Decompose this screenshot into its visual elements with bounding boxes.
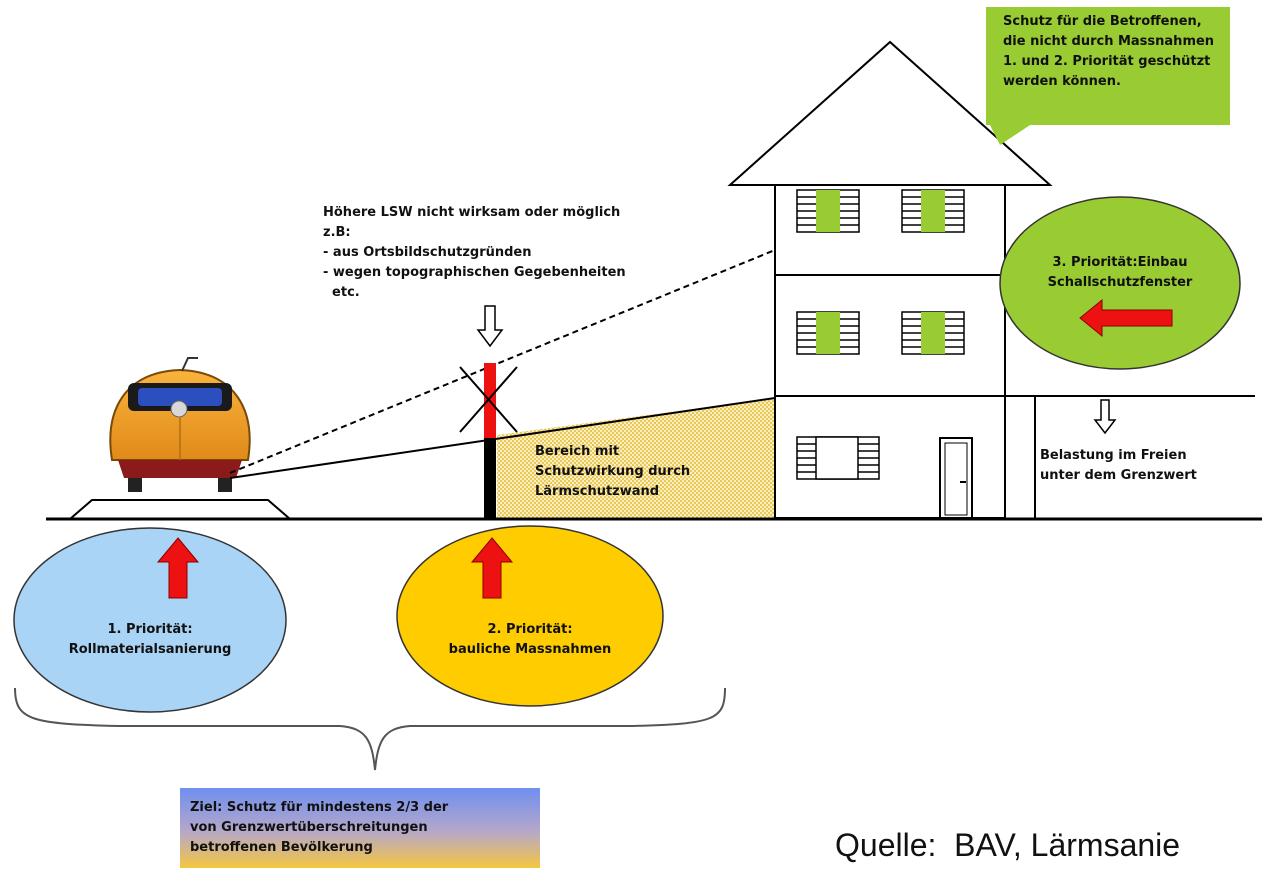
left-arrow-icon (1079, 298, 1173, 338)
zone-line: Bereich mit (535, 444, 620, 459)
outdoor-line: unter dem Grenzwert (1040, 468, 1197, 483)
priority1-label: 1. Priorität: Rollmaterialsanierung (40, 620, 260, 660)
callout-pointer (990, 125, 1030, 145)
lsw-note-line: - aus Ortsbildschutzgründen (323, 245, 532, 260)
noise-ray-solid (229, 397, 776, 479)
noise-barrier-wall (484, 438, 496, 519)
lsw-note: Höhere LSW nicht wirksam oder möglich z.… (323, 203, 626, 303)
lsw-note-line: Höhere LSW nicht wirksam oder möglich (323, 205, 621, 220)
priority3-ellipse (999, 196, 1241, 370)
noise-ray-dashed (229, 249, 776, 474)
callout-text: Schutz für die Betroffenen, die nicht du… (1003, 12, 1214, 92)
callout-line: 1. und 2. Priorität geschützt (1003, 54, 1211, 69)
brace (14, 687, 726, 771)
priority1-text: Rollmaterialsanierung (68, 642, 232, 657)
outdoor-label: Belastung im Freien unter dem Grenzwert (1040, 446, 1197, 486)
door-icon (939, 437, 973, 519)
priority1-ellipse (13, 527, 287, 713)
priority3-title: 3. Priorität:Einbau (1052, 255, 1188, 270)
priority2-label: 2. Priorität: bauliche Massnahmen (420, 620, 640, 660)
source-caption: Quelle: BAV, Lärmsanie (835, 827, 1181, 863)
callout-line: werden können. (1003, 74, 1121, 89)
priority2-text: bauliche Massnahmen (448, 642, 612, 657)
zone-line: Schutzwirkung durch (535, 464, 691, 479)
goal-text: Ziel: Schutz für mindestens 2/3 der von … (190, 798, 448, 858)
callout-line: Schutz für die Betroffenen, (1003, 14, 1202, 29)
priority2-ellipse (396, 525, 664, 707)
lsw-note-line: etc. (323, 285, 360, 300)
zone-label: Bereich mit Schutzwirkung durch Lärmschu… (535, 442, 690, 502)
up-arrow-icon (470, 537, 514, 599)
callout-line: die nicht durch Massnahmen (1003, 34, 1215, 49)
window-middle-right (901, 311, 965, 355)
callout-box (986, 7, 1230, 125)
down-arrow-icon (1093, 399, 1117, 435)
zone-line: Lärmschutzwand (535, 484, 660, 499)
outdoor-line: Belastung im Freien (1040, 448, 1187, 463)
window-upper-left (796, 189, 860, 233)
priority2-title: 2. Priorität: (487, 622, 573, 637)
priority1-title: 1. Priorität: (107, 622, 193, 637)
goal-line: Ziel: Schutz für mindestens 2/3 der (190, 800, 449, 815)
goal-box (180, 788, 540, 868)
goal-line: von Grenzwertüberschreitungen (190, 820, 428, 835)
window-upper-right (901, 189, 965, 233)
goal-line: betroffenen Bevölkerung (190, 840, 373, 855)
priority3-text: Schallschutzfenster (1047, 275, 1193, 290)
train-icon (109, 357, 251, 492)
priority3-label: 3. Priorität:Einbau Schallschutzfenster (1020, 253, 1220, 293)
down-arrow-icon (476, 305, 504, 348)
window-ground (796, 436, 880, 480)
window-middle-left (796, 311, 860, 355)
lsw-note-line: z.B: (323, 225, 351, 240)
track-platform (69, 499, 291, 520)
up-arrow-icon (156, 537, 200, 599)
lsw-note-line: - wegen topographischen Gegebenheiten (323, 265, 626, 280)
